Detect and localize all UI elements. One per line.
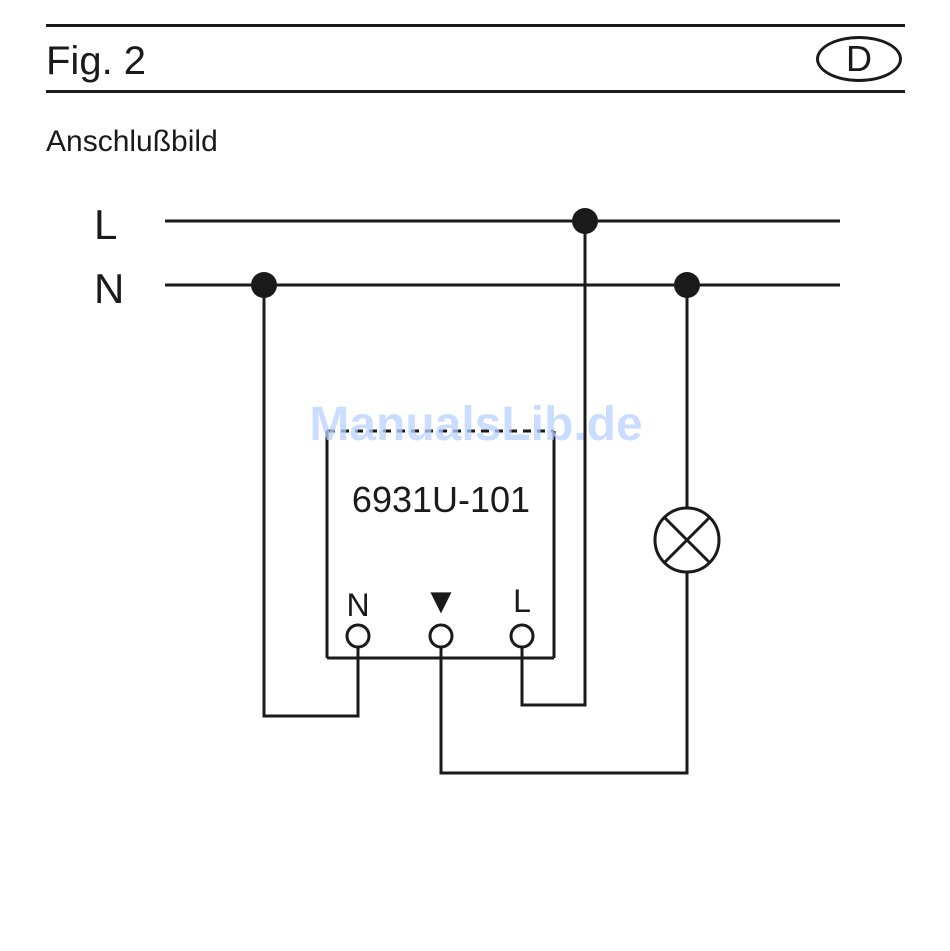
junction-dot-phase <box>572 208 598 234</box>
terminal-l <box>511 625 533 647</box>
terminal-n <box>347 625 369 647</box>
terminal-switched <box>430 625 452 647</box>
junction-dot-neutral-left <box>251 272 277 298</box>
terminal-n-label: N <box>346 587 369 623</box>
neutral-feed-wire <box>264 285 358 716</box>
phase-line-label: L <box>94 201 117 248</box>
terminal-l-label: L <box>513 583 531 619</box>
switched-output-icon: ▼ <box>423 580 459 621</box>
neutral-line-label: N <box>94 265 124 312</box>
device-model-label: 6931U-101 <box>352 479 530 520</box>
switched-output-wire <box>441 572 687 773</box>
junction-dot-neutral-right <box>674 272 700 298</box>
watermark-text: ManualsLib.de <box>309 398 642 451</box>
